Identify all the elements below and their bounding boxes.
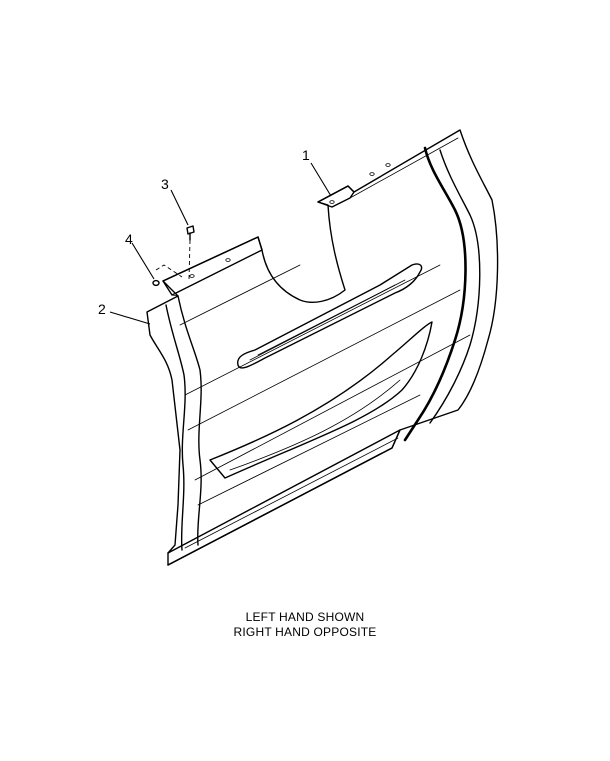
callout-1: 1 [302,147,310,163]
caption-line-2: RIGHT HAND OPPOSITE [233,625,377,639]
rear-seam [403,146,467,442]
leader-3 [170,189,189,226]
door-pocket [209,321,433,479]
callout-3: 3 [161,176,169,192]
leader-1 [310,162,332,197]
leader-4 [131,242,155,280]
callout-4: 4 [125,231,133,247]
leader-2 [109,311,151,325]
right-bracket-flange [317,185,355,208]
caption-line-1: LEFT HAND SHOWN [245,610,365,624]
front-seam [177,295,202,546]
screw-fastener [186,225,195,241]
left-bracket-flange [162,236,263,296]
door-handle-recess [237,263,423,369]
nut-fastener [152,279,160,287]
callout-2: 2 [98,301,106,317]
